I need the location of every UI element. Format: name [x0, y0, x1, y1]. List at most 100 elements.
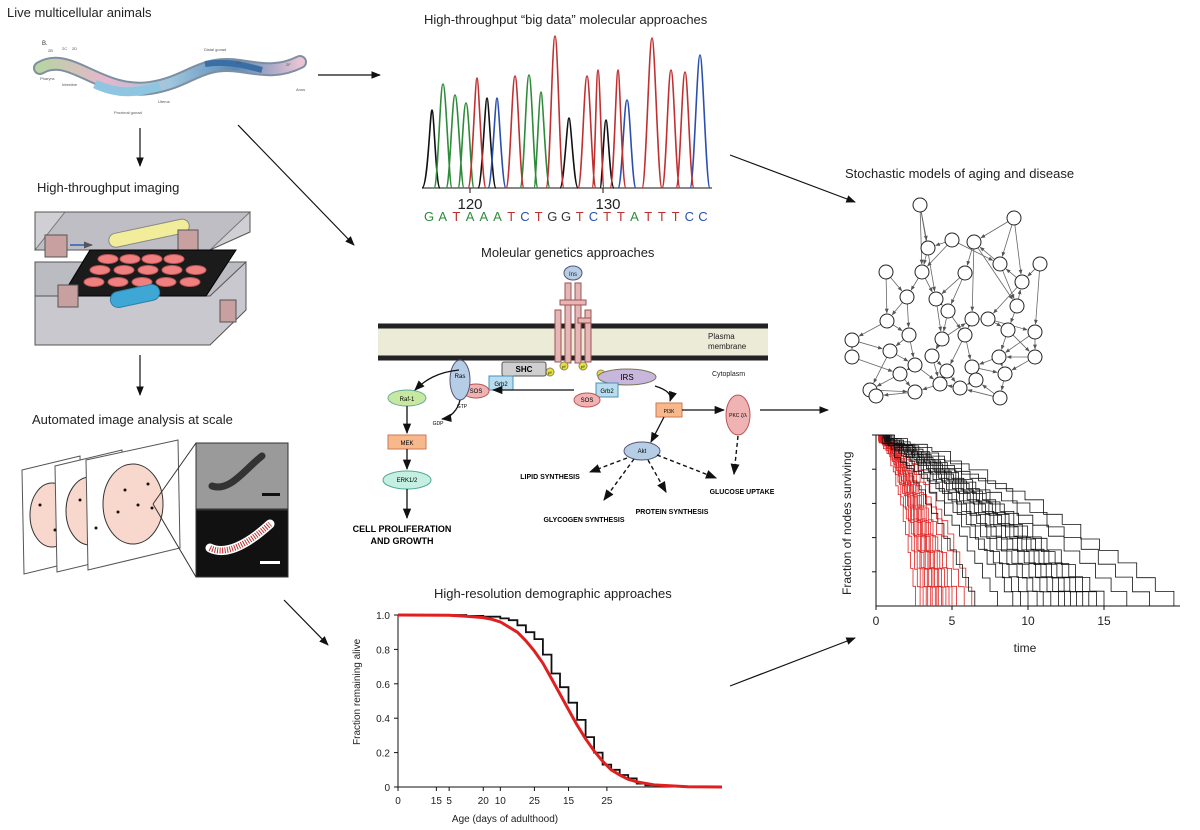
network-node: [924, 348, 940, 364]
simulation-run-line: [876, 434, 1038, 606]
network-edge: [890, 277, 903, 292]
label-sos-right: SOS: [581, 398, 594, 404]
network-edge: [1001, 224, 1013, 257]
simulation-run-line: [876, 434, 1029, 606]
demo-x-tick-label: 15: [431, 796, 443, 807]
output-cell-proliferation: CELL PROLIFERATION: [353, 524, 452, 534]
simulation-run-line: [876, 434, 1052, 606]
network-edge: [980, 221, 1009, 239]
network-edge: [904, 379, 911, 387]
base-call: A: [493, 209, 502, 224]
simulation-run-line: [876, 434, 932, 606]
network-edge: [933, 362, 939, 377]
node-shc: [501, 361, 547, 377]
network-edge: [936, 305, 943, 332]
label-shc: SHC: [516, 365, 533, 374]
network-node: [844, 349, 860, 365]
network-node: [957, 265, 973, 281]
base-call: A: [466, 209, 475, 224]
network-node: [966, 234, 982, 250]
network-node: [939, 363, 955, 379]
network-node: [920, 240, 936, 256]
worm-label-intestine: Intestine: [62, 82, 78, 87]
label-akt: Akt: [638, 449, 647, 455]
demo-x-tick-label: 20: [478, 796, 490, 807]
network-edge: [906, 303, 911, 328]
network-node: [991, 349, 1007, 365]
label-gtp: GTP: [457, 404, 468, 410]
network-edge: [884, 278, 889, 314]
title-big-data: High-throughput “big data” molecular app…: [424, 12, 708, 27]
sim-x-tick-label: 15: [1097, 614, 1111, 628]
label-erk: ERK1/2: [397, 478, 418, 484]
simulation-run-line: [876, 434, 947, 606]
network-edge: [950, 376, 956, 383]
demo-xlabel: Age (days of adulthood): [452, 814, 558, 825]
network-edge: [1001, 336, 1007, 350]
worm-label-uterus: Uterus: [158, 99, 170, 104]
observed-survival-step: [398, 614, 681, 787]
demo-y-tick-label: 0.8: [376, 645, 390, 656]
network-node: [1027, 349, 1043, 365]
demo-y-tick-label: 1.0: [376, 611, 390, 622]
simulation-run-line: [876, 434, 942, 606]
demographic-survival-chart: Fraction remaining alive Age (days of ad…: [352, 611, 723, 825]
network-edge: [967, 389, 994, 397]
simulation-run-line: [876, 434, 1150, 606]
base-call: T: [658, 209, 666, 224]
network-node: [964, 359, 980, 375]
network-node: [879, 313, 895, 329]
worm-panel-letter: B.: [42, 41, 48, 47]
sim-x-tick-label: 0: [873, 614, 880, 628]
network-node: [899, 289, 915, 305]
network-node: [957, 327, 973, 343]
network-edge: [966, 248, 973, 266]
network-edge: [958, 242, 994, 261]
network-node: [928, 291, 944, 307]
worm-label-2b: 2B: [48, 48, 53, 53]
camera-side: [219, 299, 237, 323]
network-edge: [950, 279, 963, 305]
network-edge: [982, 384, 995, 395]
worm-label-proximal-gonad: Proximal gonad: [114, 110, 142, 115]
network-edge: [978, 368, 998, 374]
base-call: G: [561, 209, 571, 224]
simulation-run-line: [876, 434, 1014, 606]
network-node: [1006, 210, 1022, 226]
label-sos-left: SOS: [470, 389, 483, 395]
simulation-run-line: [876, 434, 936, 606]
label-grb2-right: Grb2: [600, 389, 614, 395]
network-edge: [920, 368, 935, 380]
network-node: [952, 380, 968, 396]
worm-label-anus: Anus: [296, 87, 305, 92]
demo-y-tick-label: 0.4: [376, 714, 390, 725]
demo-y-tick-label: 0: [384, 783, 390, 794]
demo-y-tick-label: 0.2: [376, 749, 390, 760]
network-edge: [1011, 360, 1030, 371]
simulation-run-line: [876, 434, 916, 606]
demo-x-tick-label: 10: [495, 796, 507, 807]
simulation-run-line: [876, 434, 1128, 606]
worm-label-pharynx: Pharynx: [40, 76, 55, 81]
network-edge: [977, 247, 1013, 300]
simulation-run-line: [876, 434, 1084, 606]
network-node: [944, 232, 960, 248]
simulation-run-line: [876, 434, 976, 606]
demo-x-tick-label: 25: [529, 796, 541, 807]
base-call: A: [479, 209, 488, 224]
title-live-animals: Live multicellular animals: [7, 5, 152, 20]
network-edge: [935, 344, 940, 350]
worm-label-2e: 2E: [236, 60, 241, 65]
network-edge: [936, 360, 942, 366]
base-call: T: [576, 209, 584, 224]
network-node: [1009, 298, 1025, 314]
network-edge: [910, 277, 919, 291]
network-edge: [1000, 380, 1005, 391]
worm-label-distal-gonad: Distal gonad: [204, 47, 226, 52]
base-call: T: [507, 209, 515, 224]
network-edge: [966, 341, 972, 360]
base-call: T: [617, 209, 625, 224]
sim-ylabel: Fraction of nodes surviving: [840, 452, 854, 595]
arrow-worm-to-genetics: [237, 124, 355, 246]
